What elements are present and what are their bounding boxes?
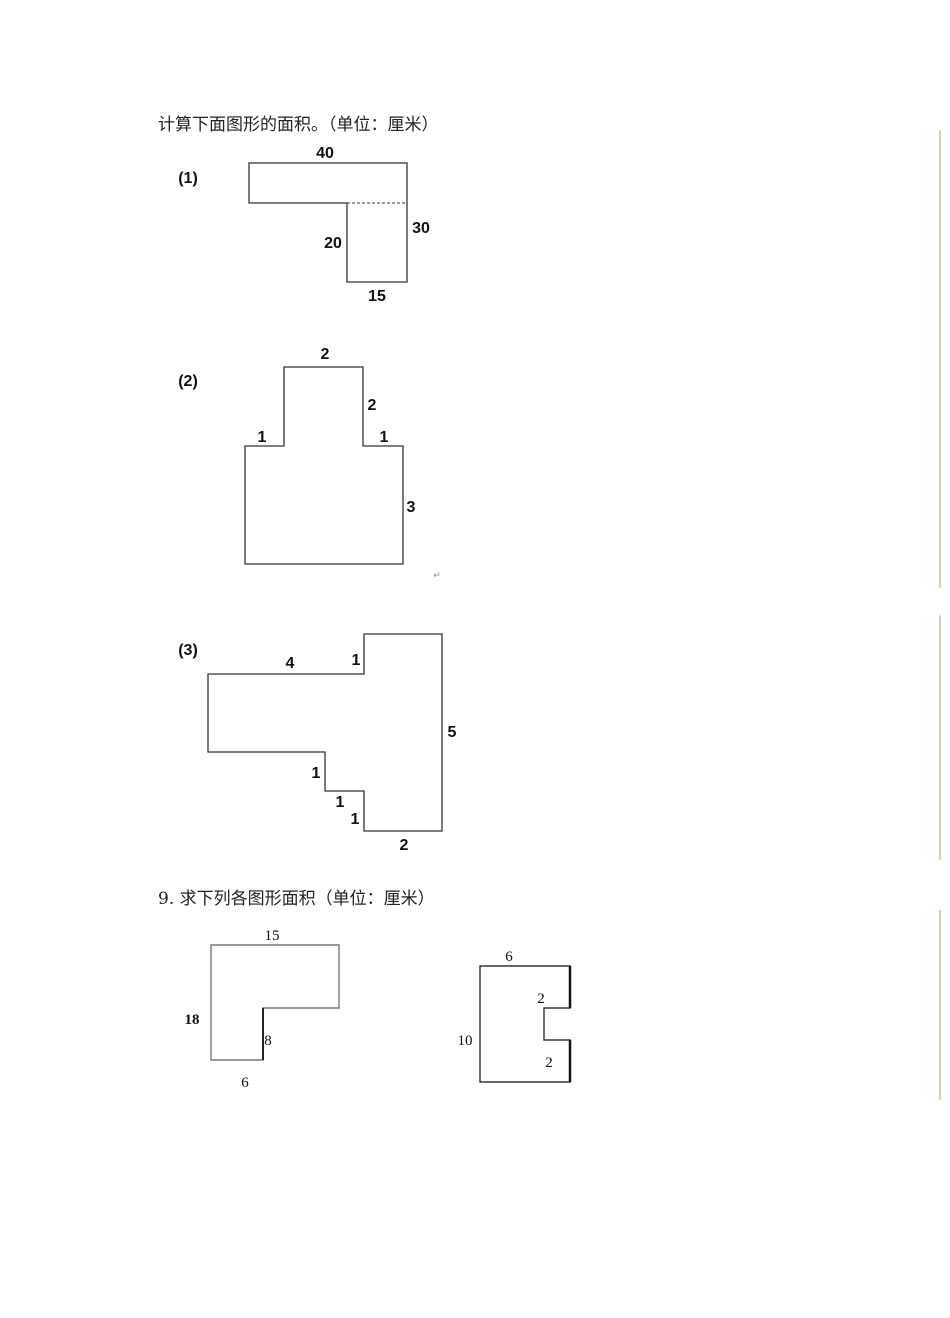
dim-label: 15	[265, 928, 280, 944]
dim-label: 2	[400, 837, 409, 854]
dim-label: 4	[286, 655, 295, 672]
figure-5: 6 2 10 2	[458, 949, 572, 1083]
section1-heading: 计算下面图形的面积。（单位：厘米）	[158, 115, 439, 135]
dim-label: 1	[258, 429, 267, 446]
figure-label: (2)	[178, 373, 198, 390]
figure-4: 15 18 8 6	[185, 928, 340, 1091]
figure-label: (3)	[178, 642, 198, 659]
dim-label: 18	[185, 1012, 200, 1028]
figure-2: (2) 2 2 1 1 3 ↵	[178, 346, 441, 581]
dim-label: 3	[407, 499, 416, 516]
dim-label: 1	[336, 794, 345, 811]
margin-line	[939, 615, 941, 860]
l-shape	[248, 162, 408, 283]
margin-line	[939, 910, 941, 1100]
dim-label: 6	[241, 1075, 249, 1091]
figure-1: (1) 40 30 20 15	[178, 145, 430, 305]
section2-heading: 9. 求下列各图形面积（单位：厘米）	[158, 889, 435, 909]
dim-label: 8	[264, 1033, 272, 1049]
dim-label: 40	[316, 145, 334, 162]
margin-line	[939, 130, 941, 588]
return-mark: ↵	[433, 571, 441, 581]
dim-label: 1	[312, 765, 321, 782]
figure-3: (3) 4 1 5 1 1 1 2	[178, 633, 457, 854]
dim-label: 6	[505, 949, 513, 965]
composite-shape	[207, 633, 443, 832]
dim-label: 2	[368, 397, 377, 414]
step-shape	[244, 366, 404, 565]
l-shape	[210, 944, 340, 1061]
dim-label: 20	[324, 235, 342, 252]
dim-label: 15	[368, 288, 386, 305]
dim-label: 10	[458, 1033, 473, 1049]
figure-label: (1)	[178, 170, 198, 187]
dim-label: 1	[351, 811, 360, 828]
dim-label: 1	[352, 652, 361, 669]
dim-label: 30	[412, 220, 430, 237]
dim-label: 2	[545, 1055, 553, 1071]
dim-label: 5	[448, 724, 457, 741]
notched-shape	[479, 965, 571, 1083]
dim-label: 2	[321, 346, 330, 363]
dim-label: 1	[380, 429, 389, 446]
dim-label: 2	[537, 991, 545, 1007]
